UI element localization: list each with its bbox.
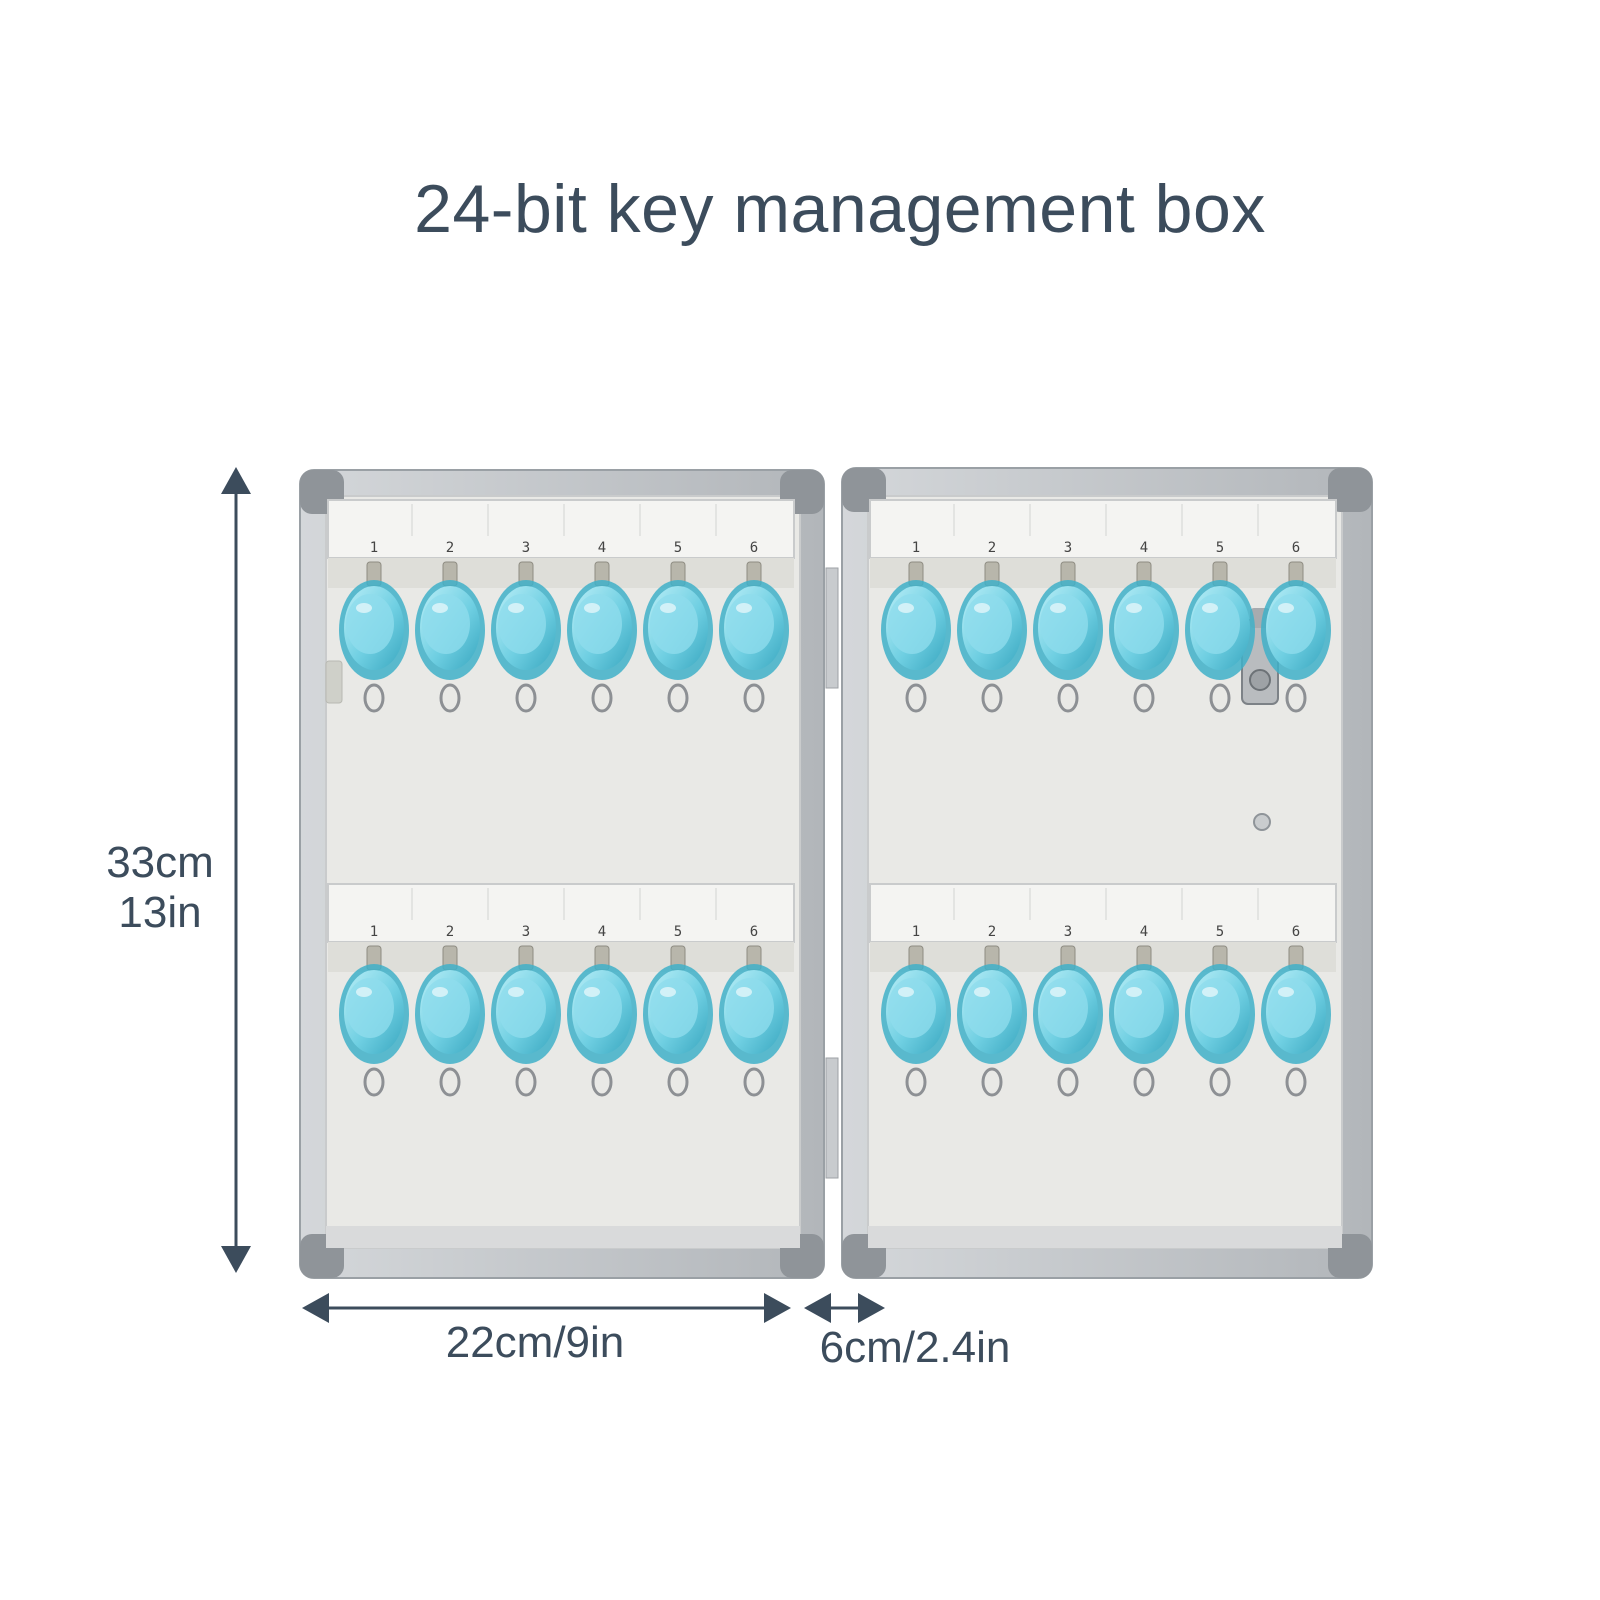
key-tag[interactable]	[881, 945, 951, 1097]
slot-number: 5	[1216, 540, 1224, 556]
key-tag[interactable]	[1261, 561, 1331, 713]
key-tag[interactable]	[1033, 561, 1103, 713]
key-tag[interactable]	[491, 945, 561, 1097]
key-tag[interactable]	[1185, 945, 1255, 1097]
slot-number: 3	[1064, 540, 1072, 556]
key-tag[interactable]	[881, 561, 951, 713]
key-tag[interactable]	[1109, 561, 1179, 713]
key-tag[interactable]	[339, 561, 409, 713]
key-tag[interactable]	[339, 945, 409, 1097]
number-strip	[869, 499, 1337, 588]
slot-number: 1	[370, 540, 378, 556]
width-dimension-label: 22cm/9in	[445, 1318, 625, 1367]
key-tag[interactable]	[1109, 945, 1179, 1097]
height-in: 13in	[118, 888, 202, 937]
slot-number: 4	[598, 924, 606, 940]
slot-number: 6	[750, 540, 758, 556]
key-tag[interactable]	[415, 945, 485, 1097]
key-tag[interactable]	[567, 561, 637, 713]
corner-cap	[1328, 468, 1372, 512]
key-tag[interactable]	[415, 561, 485, 713]
slot-number: 2	[446, 924, 454, 940]
slot-number: 2	[988, 924, 996, 940]
height-cm: 33cm	[106, 838, 214, 887]
latch	[325, 660, 343, 704]
slot-number: 2	[988, 540, 996, 556]
slot-number: 1	[912, 924, 920, 940]
key-tag[interactable]	[567, 945, 637, 1097]
key-tag[interactable]	[643, 561, 713, 713]
slot-number: 4	[598, 540, 606, 556]
key-tag[interactable]	[491, 561, 561, 713]
slot-number: 1	[370, 924, 378, 940]
depth-dimension-label: 6cm/2.4in	[819, 1323, 1011, 1372]
number-strip	[327, 883, 795, 972]
height-dimension-label: 33cm 13in	[90, 838, 230, 938]
slot-number: 6	[1292, 924, 1300, 940]
number-strip	[869, 883, 1337, 972]
key-tag[interactable]	[719, 945, 789, 1097]
key-tag[interactable]	[1185, 561, 1255, 713]
slot-number: 3	[522, 924, 530, 940]
key-tag[interactable]	[719, 561, 789, 713]
slot-number: 4	[1140, 540, 1148, 556]
slot-number: 5	[1216, 924, 1224, 940]
slot-number: 3	[1064, 924, 1072, 940]
hinge-bottom	[825, 1057, 839, 1179]
key-tag[interactable]	[957, 561, 1027, 713]
key-tag[interactable]	[1033, 945, 1103, 1097]
screw	[1253, 813, 1271, 831]
page-title: 24-bit key management box	[414, 171, 1266, 247]
key-tag[interactable]	[643, 945, 713, 1097]
slot-number: 1	[912, 540, 920, 556]
slot-number: 4	[1140, 924, 1148, 940]
key-tag[interactable]	[957, 945, 1027, 1097]
slot-number: 5	[674, 924, 682, 940]
slot-number: 5	[674, 540, 682, 556]
hinge-top	[825, 567, 839, 689]
number-strip	[327, 499, 795, 588]
key-tag[interactable]	[1261, 945, 1331, 1097]
slot-number: 6	[1292, 540, 1300, 556]
slot-number: 2	[446, 540, 454, 556]
slot-number: 6	[750, 924, 758, 940]
slot-number: 3	[522, 540, 530, 556]
